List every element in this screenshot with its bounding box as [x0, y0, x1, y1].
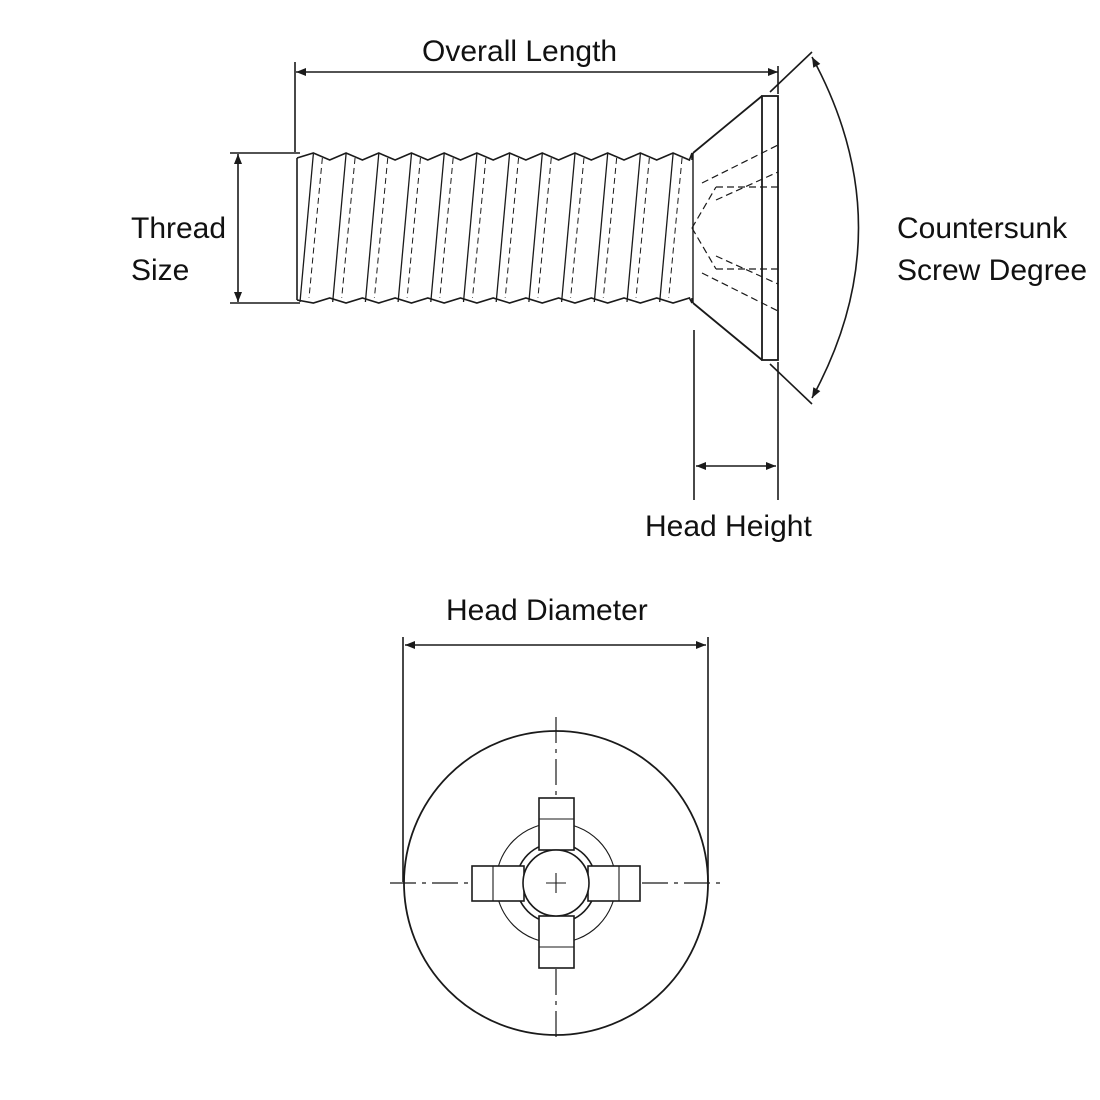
overall-length-dimension — [294, 62, 779, 152]
countersunk-angle-dimension — [769, 51, 860, 405]
head-diameter-dimension — [402, 637, 709, 882]
thread-size-label-line1: Thread — [131, 212, 227, 245]
top-view — [390, 637, 722, 1040]
head-height-label: Head Height — [645, 510, 812, 543]
countersunk-label-line2: Screw Degree — [897, 254, 1088, 287]
head-height-dimension — [693, 330, 779, 500]
head-diameter-label: Head Diameter — [446, 594, 648, 627]
overall-length-label: Overall Length — [422, 35, 618, 68]
thread-size-label-line2: Size — [131, 254, 190, 287]
countersunk-head — [691, 95, 779, 361]
thread-size-dimension — [230, 152, 300, 304]
phillips-recess — [471, 797, 641, 969]
countersunk-label-line1: Countersunk — [897, 212, 1068, 245]
side-view — [230, 51, 860, 500]
threaded-shank — [296, 152, 693, 304]
